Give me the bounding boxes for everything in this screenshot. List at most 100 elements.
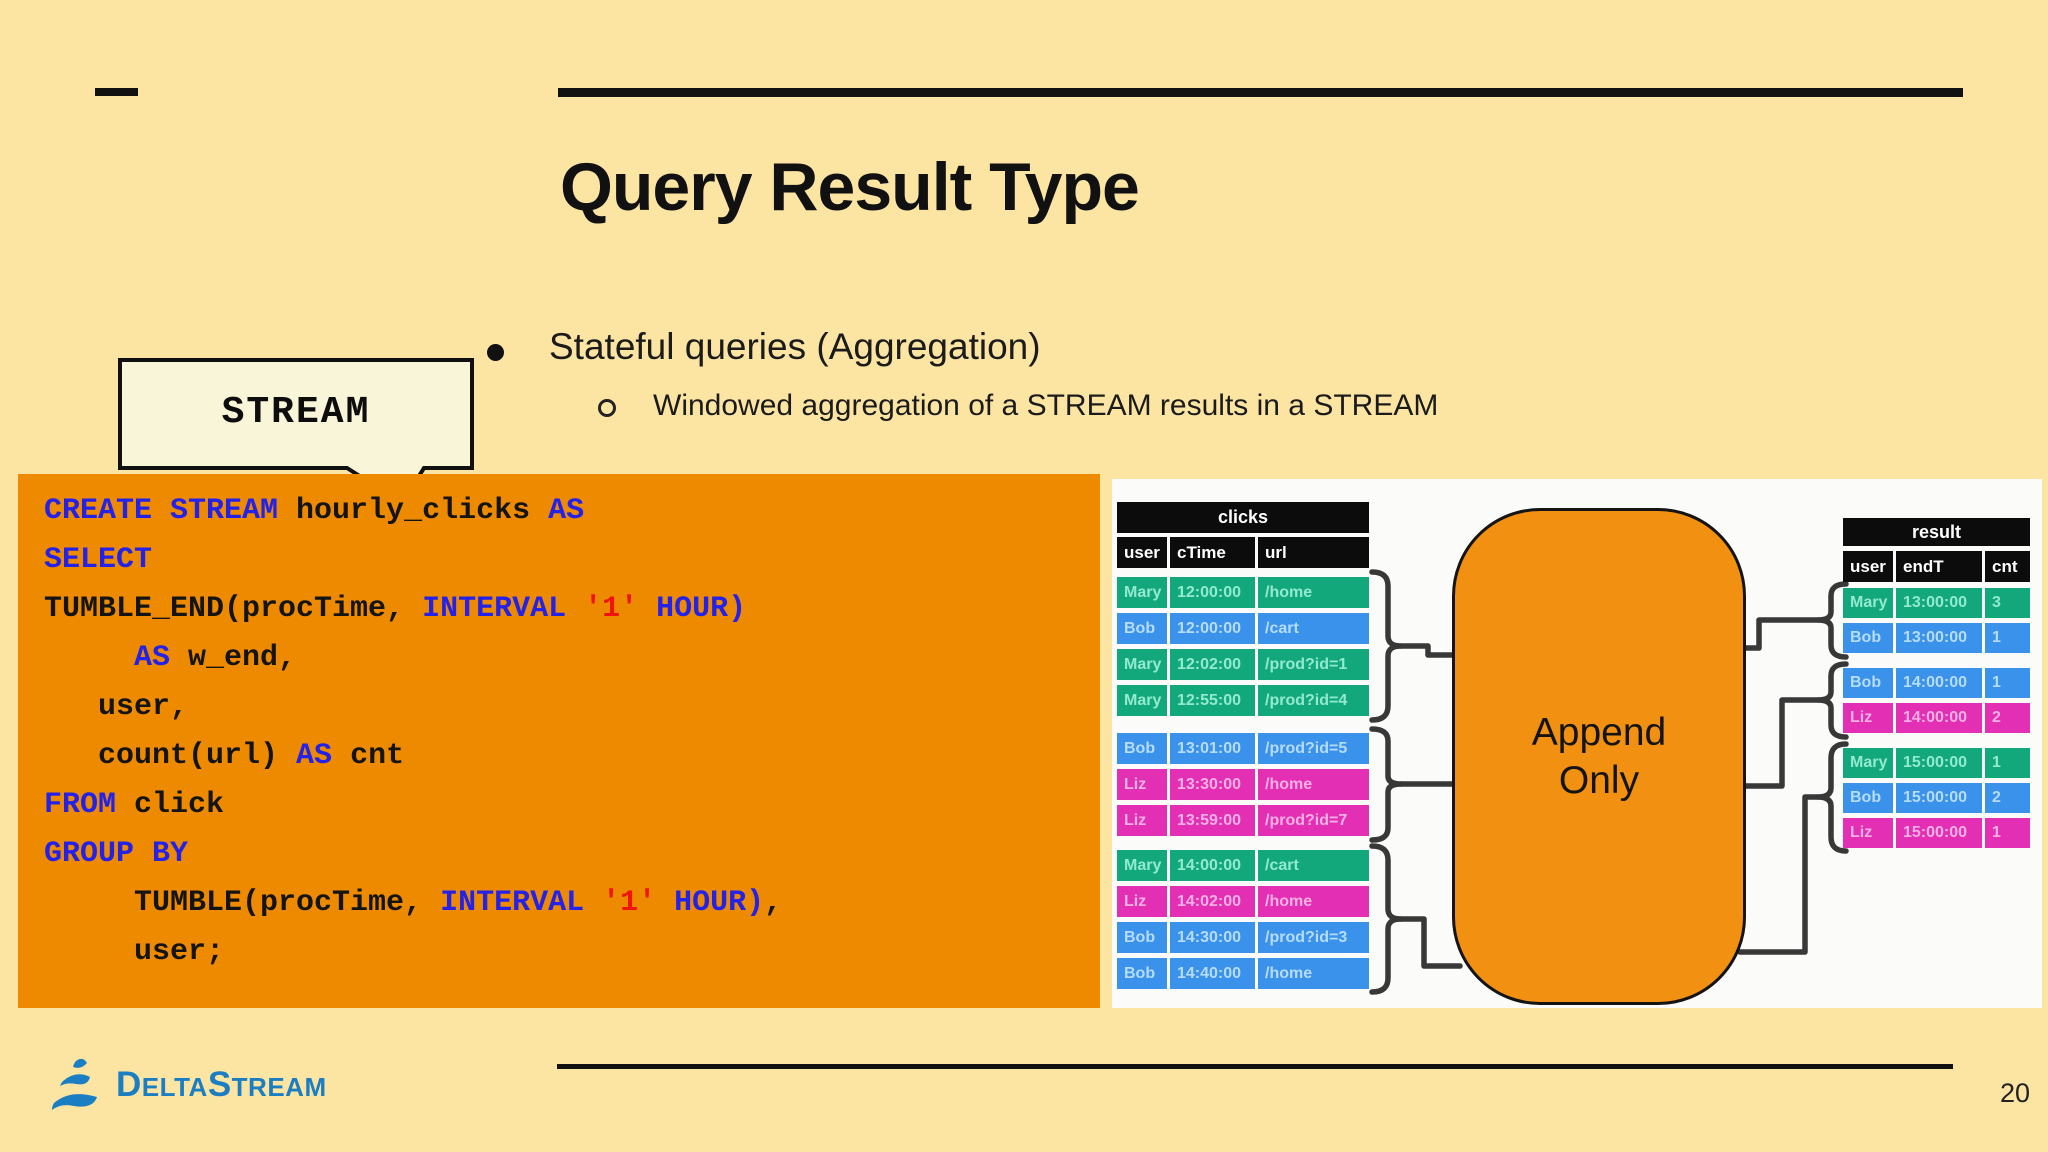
code-token: INTERVAL bbox=[422, 592, 585, 626]
code-token: GROUP BY bbox=[44, 837, 189, 871]
table-cell: 2 bbox=[1985, 783, 2030, 813]
table-cell: Liz bbox=[1843, 703, 1893, 733]
code-token: count(url) bbox=[44, 739, 297, 773]
table-cell: Liz bbox=[1843, 818, 1893, 848]
delta-logo-icon bbox=[52, 1058, 97, 1110]
connector-right-1 bbox=[1737, 617, 1821, 651]
logo-text-s: S bbox=[207, 1065, 232, 1104]
code-token: click bbox=[116, 788, 225, 822]
code-token: , bbox=[764, 886, 783, 920]
code-token bbox=[638, 592, 656, 626]
title-rule bbox=[558, 88, 1963, 97]
append-only-label-line2: Only bbox=[1558, 758, 1640, 802]
table-cell: /prod?id=5 bbox=[1258, 733, 1369, 764]
connector-left-1 bbox=[1398, 643, 1463, 658]
brace-clicks-group2 bbox=[1369, 726, 1404, 843]
logo-text-elta: ELTA bbox=[141, 1072, 208, 1102]
table-cell: Mary bbox=[1117, 649, 1167, 680]
code-token: user; bbox=[44, 935, 225, 969]
table-cell: /prod?id=1 bbox=[1258, 649, 1369, 680]
connector-lines bbox=[1369, 569, 1849, 995]
code-token: INTERVAL bbox=[440, 886, 603, 920]
table-cell: 1 bbox=[1985, 668, 2030, 698]
table-cell: /home bbox=[1258, 577, 1369, 608]
table-cell: Mary bbox=[1117, 850, 1167, 881]
connector-right-3 bbox=[1737, 794, 1821, 955]
top-left-dash bbox=[95, 88, 138, 96]
table-cell: 14:40:00 bbox=[1170, 958, 1255, 989]
table-cell: /home bbox=[1258, 886, 1369, 917]
table-cell: 14:00:00 bbox=[1170, 850, 1255, 881]
column-header: user bbox=[1843, 551, 1893, 582]
append-only-box: Append Only bbox=[1452, 508, 1746, 1005]
column-header: url bbox=[1258, 537, 1369, 568]
table-cell: 1 bbox=[1985, 748, 2030, 778]
code-token: user, bbox=[44, 690, 189, 724]
code-token: '1' bbox=[584, 592, 639, 626]
code-token: AS bbox=[134, 641, 171, 675]
code-token: TUMBLE_END(procTime, bbox=[44, 592, 423, 626]
table-cell: 13:01:00 bbox=[1170, 733, 1255, 764]
code-token: HOUR) bbox=[656, 592, 747, 626]
table-cell: Liz bbox=[1117, 769, 1167, 800]
code-token: w_end, bbox=[170, 641, 297, 675]
clicks-table-title: clicks bbox=[1117, 502, 1369, 533]
table-cell: Mary bbox=[1117, 685, 1167, 716]
brace-result-group2 bbox=[1815, 661, 1849, 740]
column-header: cnt bbox=[1985, 551, 2030, 582]
table-cell: 14:00:00 bbox=[1896, 668, 1982, 698]
brace-clicks-group1 bbox=[1369, 569, 1404, 723]
table-cell: Mary bbox=[1117, 577, 1167, 608]
code-token: TUMBLE(procTime, bbox=[44, 886, 441, 920]
bullet-main: Stateful queries (Aggregation) bbox=[549, 326, 1041, 367]
sub-bullet-circle-icon bbox=[598, 399, 616, 417]
table-cell: 13:59:00 bbox=[1170, 805, 1255, 836]
table-cell: Bob bbox=[1843, 623, 1893, 653]
page-title: Query Result Type bbox=[560, 149, 1140, 225]
table-cell: 12:55:00 bbox=[1170, 685, 1255, 716]
code-token: AS bbox=[296, 739, 333, 773]
code-token: '1' bbox=[602, 886, 657, 920]
connector-left-3 bbox=[1398, 916, 1463, 969]
table-cell: 13:30:00 bbox=[1170, 769, 1255, 800]
result-table-title: result bbox=[1843, 518, 2030, 546]
code-token: cnt bbox=[332, 739, 405, 773]
brace-result-group3 bbox=[1815, 741, 1849, 854]
table-cell: Mary bbox=[1843, 748, 1893, 778]
table-cell: 15:00:00 bbox=[1896, 818, 1982, 848]
table-cell: Bob bbox=[1117, 613, 1167, 644]
table-cell: /home bbox=[1258, 769, 1369, 800]
code-token: HOUR) bbox=[674, 886, 765, 920]
table-cell: Liz bbox=[1117, 886, 1167, 917]
code-token: hourly_clicks bbox=[296, 494, 549, 528]
table-cell: Bob bbox=[1117, 958, 1167, 989]
table-cell: 12:00:00 bbox=[1170, 613, 1255, 644]
table-cell: /cart bbox=[1258, 613, 1369, 644]
code-token: CREATE STREAM bbox=[44, 494, 297, 528]
table-cell: Bob bbox=[1843, 783, 1893, 813]
column-header: user bbox=[1117, 537, 1167, 568]
column-header: endT bbox=[1896, 551, 1982, 582]
table-cell: 12:02:00 bbox=[1170, 649, 1255, 680]
table-cell: Mary bbox=[1843, 588, 1893, 618]
table-cell: 1 bbox=[1985, 818, 2030, 848]
bullet-sub: Windowed aggregation of a STREAM results… bbox=[653, 389, 1439, 422]
table-cell: Bob bbox=[1117, 733, 1167, 764]
